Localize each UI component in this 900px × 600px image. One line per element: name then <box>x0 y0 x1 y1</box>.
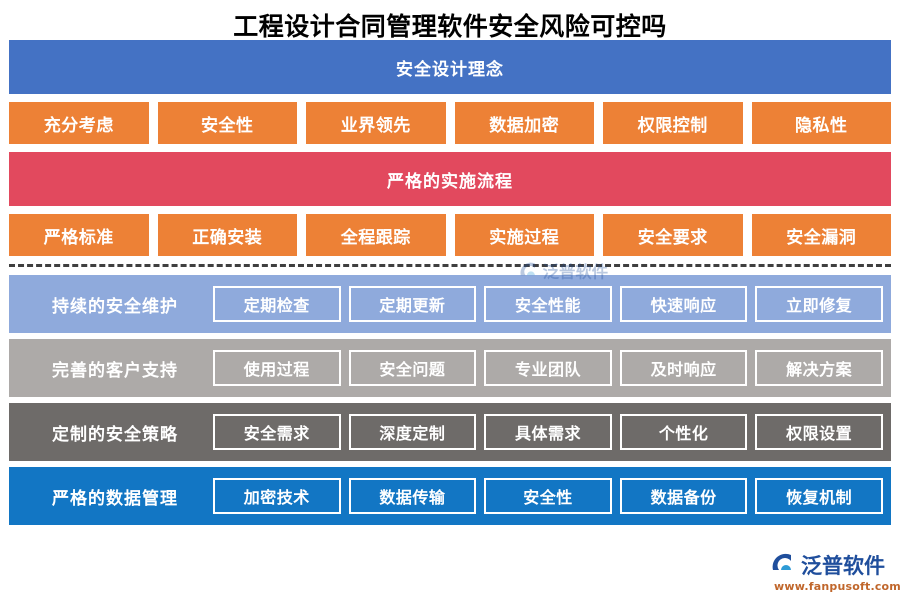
pillar-item[interactable]: 定期检查 <box>213 286 341 322</box>
pillar-item[interactable]: 专业团队 <box>484 350 612 386</box>
concept-chip[interactable]: 业界领先 <box>306 102 446 144</box>
watermark-brand-line: 泛普软件 <box>772 553 885 579</box>
process-chip[interactable]: 全程跟踪 <box>306 214 446 256</box>
process-chip-row: 严格标准 正确安装 全程跟踪 实施过程 安全要求 安全漏洞 <box>9 214 891 256</box>
pillar-item[interactable]: 权限设置 <box>755 414 883 450</box>
pillar-item[interactable]: 安全问题 <box>348 350 477 386</box>
pillar-item[interactable]: 使用过程 <box>213 350 341 386</box>
pillar-item[interactable]: 具体需求 <box>484 414 612 450</box>
concept-chip[interactable]: 隐私性 <box>751 102 891 144</box>
top-section: 安全设计理念 充分考虑 安全性 业界领先 数据加密 权限控制 隐私性 严格的实施… <box>0 40 900 256</box>
pillar-item[interactable]: 安全性能 <box>484 286 612 322</box>
pillar-label: 持续的安全维护 <box>52 296 178 317</box>
page-title: 工程设计合同管理软件安全风险可控吗 <box>233 12 667 41</box>
pillar-item[interactable]: 解决方案 <box>755 350 883 386</box>
pillar-item[interactable]: 定期更新 <box>348 286 477 322</box>
section-divider <box>9 264 891 267</box>
pillar-row-maintenance: 持续的安全维护 定期检查 定期更新 安全性能 快速响应 立即修复 <box>9 275 891 333</box>
pillar-item[interactable]: 及时响应 <box>619 350 748 386</box>
pillar-row-policy: 定制的安全策略 安全需求 深度定制 具体需求 个性化 权限设置 <box>9 403 891 461</box>
pillar-item[interactable]: 立即修复 <box>755 286 883 322</box>
pillar-items: 定期检查 定期更新 安全性能 快速响应 立即修复 <box>213 286 883 322</box>
pillar-item[interactable]: 个性化 <box>619 414 748 450</box>
pillar-item[interactable]: 恢复机制 <box>755 478 883 514</box>
pillar-row-support: 完善的客户支持 使用过程 安全问题 专业团队 及时响应 解决方案 <box>9 339 891 397</box>
process-banner: 严格的实施流程 <box>9 152 891 206</box>
brand-name: 泛普软件 <box>801 553 885 578</box>
pillars-section: 持续的安全维护 定期检查 定期更新 安全性能 快速响应 立即修复 完善的客户支持… <box>0 275 900 525</box>
pillar-label: 完善的客户支持 <box>52 360 178 381</box>
process-chip[interactable]: 严格标准 <box>9 214 149 256</box>
process-chip[interactable]: 正确安装 <box>157 214 297 256</box>
concept-banner: 安全设计理念 <box>9 40 891 94</box>
pillar-item[interactable]: 快速响应 <box>619 286 748 322</box>
concept-chip[interactable]: 充分考虑 <box>9 102 149 144</box>
pillar-item[interactable]: 加密技术 <box>213 478 341 514</box>
concept-chip[interactable]: 权限控制 <box>603 102 743 144</box>
pillar-items: 加密技术 数据传输 安全性 数据备份 恢复机制 <box>213 478 883 514</box>
pillar-item[interactable]: 安全性 <box>484 478 612 514</box>
watermark-bottom-right: 泛普软件 www.fanpusoft.com <box>772 553 900 593</box>
process-chip[interactable]: 安全漏洞 <box>751 214 891 256</box>
pillar-item[interactable]: 安全需求 <box>213 414 341 450</box>
pillar-row-data: 严格的数据管理 加密技术 数据传输 安全性 数据备份 恢复机制 <box>9 467 891 525</box>
pillar-items: 使用过程 安全问题 专业团队 及时响应 解决方案 <box>213 350 883 386</box>
process-chip[interactable]: 安全要求 <box>603 214 743 256</box>
concept-chip-row: 充分考虑 安全性 业界领先 数据加密 权限控制 隐私性 <box>9 102 891 144</box>
pillar-item[interactable]: 深度定制 <box>348 414 477 450</box>
brand-logo-icon <box>772 553 798 579</box>
pillar-item[interactable]: 数据备份 <box>619 478 748 514</box>
pillar-label: 严格的数据管理 <box>52 488 178 509</box>
pillar-label: 定制的安全策略 <box>52 424 178 445</box>
pillar-item[interactable]: 数据传输 <box>348 478 477 514</box>
pillar-items: 安全需求 深度定制 具体需求 个性化 权限设置 <box>213 414 883 450</box>
brand-url: www.fanpusoft.com <box>774 580 900 593</box>
process-chip[interactable]: 实施过程 <box>454 214 594 256</box>
concept-chip[interactable]: 数据加密 <box>454 102 594 144</box>
concept-chip[interactable]: 安全性 <box>157 102 297 144</box>
